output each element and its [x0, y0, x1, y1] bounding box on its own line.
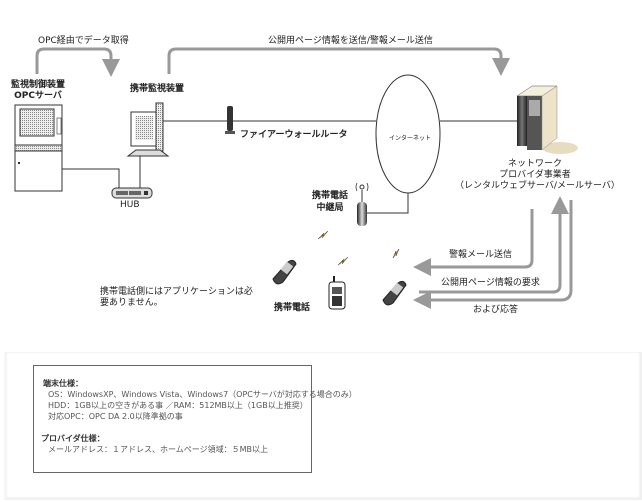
arrow-opc-fetch — [35, 47, 120, 77]
lightning-icons — [317, 230, 400, 266]
relay-tower-icon — [355, 182, 369, 226]
label-provider-2: プロバイダ事業者 — [499, 170, 571, 180]
opc-server-icon — [14, 104, 63, 192]
terminal-spec-os: OS：WindowsXP、Windows Vista、Windows7（OPCサ… — [48, 390, 357, 399]
label-and-response: および応答 — [473, 305, 519, 315]
label-opc-fetch: OPC経由でデータ取得 — [38, 36, 129, 46]
label-phones: 携帯電話 — [274, 303, 311, 313]
provider-server-icon — [516, 85, 578, 154]
label-publish: 公開用ページ情報を送信/警報メール送信 — [268, 36, 433, 46]
spec-box — [33, 365, 312, 473]
note-line-1: 携帯電話側にはアプリケーションは必 — [100, 287, 253, 297]
label-relay-2: 中継局 — [316, 203, 344, 213]
label-hub: HUB — [120, 200, 140, 210]
firewall-router-icon — [225, 106, 235, 134]
terminal-spec-hdd: HDD：1GB以上の空きがある事 ／RAM：512MB以上（1GB以上推奨） — [48, 401, 308, 410]
phone-icons — [272, 259, 407, 310]
label-relay-1: 携帯電話 — [311, 191, 348, 201]
label-page-request: 公開用ページ情報の要求 — [441, 278, 540, 288]
label-provider-1: ネットワーク — [507, 159, 562, 169]
provider-spec-title: プロバイダ仕様： — [41, 434, 105, 443]
arrow-alert-mail — [413, 209, 534, 276]
label-opc-server-2: OPCサーバ — [14, 91, 62, 101]
provider-spec-line: メールアドレス：１アドレス、ホームページ領域：５MB以上 — [48, 445, 268, 454]
arrow-page-request — [419, 196, 569, 294]
label-alert-mail: 警報メール送信 — [449, 250, 513, 260]
note-line-2: 要ありません。 — [100, 298, 163, 308]
label-internet: インターネット — [389, 135, 432, 142]
network-diagram — [14, 47, 578, 310]
terminal-spec-opc: 対応OPC：OPC DA 2.0以降準拠の事 — [48, 412, 183, 421]
terminal-spec-title: 端末仕様： — [43, 379, 83, 388]
monitor-pc-icon — [126, 102, 170, 157]
arrow-response — [413, 200, 573, 309]
hub-icon — [111, 187, 153, 199]
label-firewall: ファイアーウォールルータ — [240, 130, 348, 140]
label-opc-server-1: 監視制御装置 — [10, 80, 65, 90]
arrow-publish — [167, 47, 510, 76]
label-provider-3: （レンタルウェブサーバ/メールサーバ） — [455, 181, 620, 191]
label-monitor-device: 携帯監視装置 — [130, 84, 185, 94]
